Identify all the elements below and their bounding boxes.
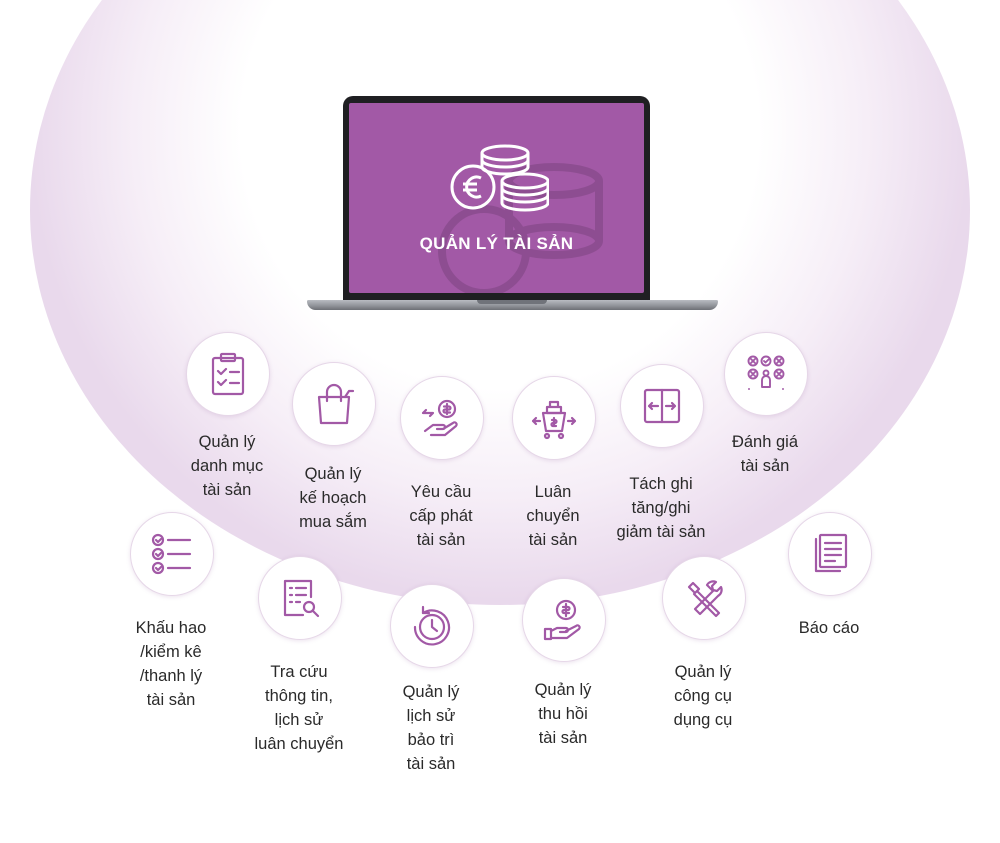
tools-icon (687, 580, 723, 618)
feature-label: Tra cứu thông tin, lịch sử luân chuyển (254, 663, 344, 753)
feature-label: Quản lý công cụ dụng cụ (673, 663, 733, 729)
feature-circle (390, 584, 474, 668)
feature-circle (522, 578, 606, 662)
feature-circle (292, 362, 376, 446)
document-search-icon (283, 579, 320, 618)
feature-label: Tách ghi tăng/ghi giảm tài sản (616, 475, 706, 541)
feature-circle (400, 376, 484, 460)
laptop-base (307, 300, 718, 310)
feature-label: Quản lý danh mục tài sản (190, 433, 264, 499)
clipboard-checklist-icon (211, 352, 245, 396)
feature-label: Đánh giá tài sản (731, 433, 799, 475)
feature-label: Báo cáo (798, 619, 860, 637)
feature-circle (724, 332, 808, 416)
feature-label: Khấu hao /kiểm kê /thanh lý tài sản (135, 619, 207, 709)
hand-dollar-icon (543, 599, 581, 641)
laptop-screen: QUẢN LÝ TÀI SẢN (349, 103, 644, 293)
feature-circle (512, 376, 596, 460)
checklist-icon (151, 533, 192, 575)
feature-label: Luân chuyển tài sản (526, 483, 580, 549)
evaluation-icon (747, 355, 785, 390)
hand-coin-icon (421, 399, 458, 437)
shopping-bag-icon (317, 383, 355, 425)
feature-circle (662, 556, 746, 640)
feature-circle (258, 556, 342, 640)
feature-circle (186, 332, 270, 416)
feature-circle (788, 512, 872, 596)
feature-circle (130, 512, 214, 596)
cart-arrows-icon (531, 400, 577, 440)
laptop-illustration: QUẢN LÝ TÀI SẢN (300, 90, 725, 320)
coins-euro-icon (450, 144, 549, 212)
laptop-lid: QUẢN LÝ TÀI SẢN (343, 96, 650, 303)
report-icon (814, 533, 848, 573)
coins-watermark-icon (438, 163, 603, 293)
split-arrows-icon (643, 388, 681, 424)
feature-label: Quản lý kế hoạch mua sắm (299, 465, 367, 531)
clock-history-icon (413, 605, 451, 646)
feature-label: Quản lý lịch sử bảo trì tài sản (402, 683, 460, 773)
laptop-notch (477, 300, 547, 304)
feature-circle (620, 364, 704, 448)
feature-label: Yêu cầu cấp phát tài sản (409, 483, 473, 549)
laptop-title: QUẢN LÝ TÀI SẢN (419, 234, 574, 253)
feature-label: Quản lý thu hồi tài sản (534, 681, 592, 747)
